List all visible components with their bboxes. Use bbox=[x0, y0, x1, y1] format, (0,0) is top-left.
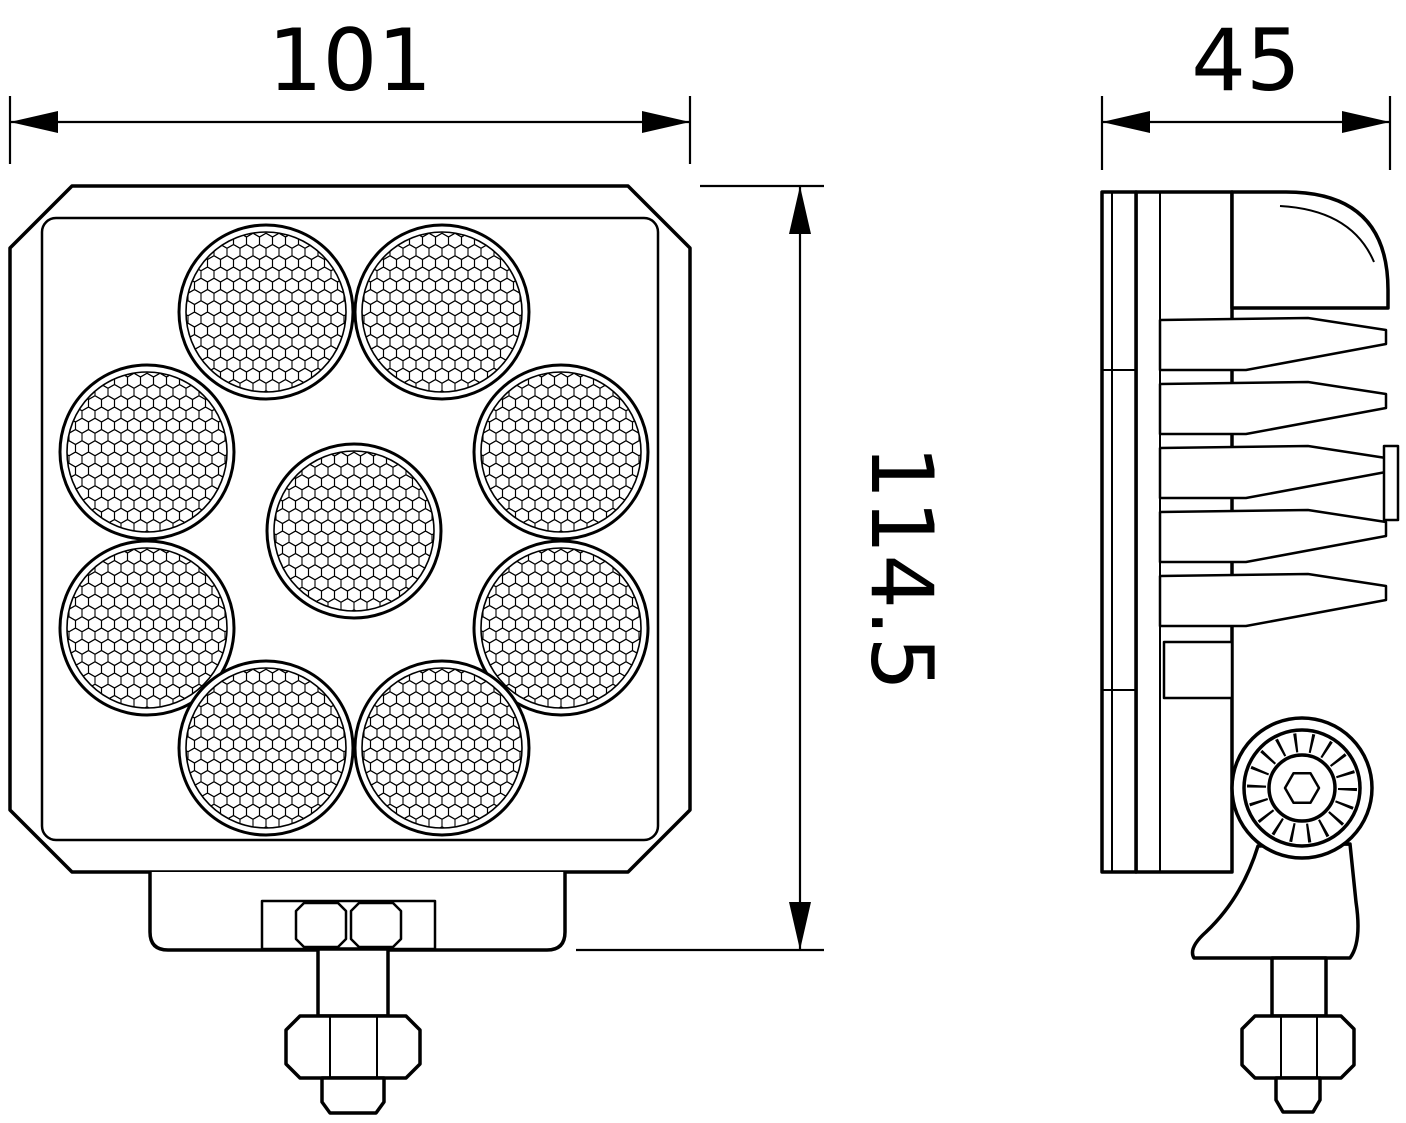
side-depth-label: 45 bbox=[1191, 11, 1300, 111]
heatsink-fin bbox=[1158, 444, 1388, 500]
led-lens bbox=[177, 659, 355, 837]
mounting-stud-upper bbox=[316, 947, 390, 1018]
arrowhead-left-icon bbox=[1102, 111, 1150, 133]
bolt-head-right bbox=[349, 901, 403, 949]
heatsink-fin bbox=[1158, 572, 1388, 628]
bolt-head-left bbox=[294, 901, 348, 949]
led-lens bbox=[58, 363, 236, 541]
side-view bbox=[1100, 190, 1400, 1114]
heatsink-fin bbox=[1158, 380, 1388, 436]
side-connector-block bbox=[1162, 640, 1234, 700]
arrowhead-left-icon bbox=[10, 111, 58, 133]
front-height-label: 114.5 bbox=[851, 445, 951, 691]
side-front-bezel bbox=[1100, 190, 1138, 874]
side-stud-lower bbox=[1274, 1076, 1322, 1114]
arrowhead-right-icon bbox=[642, 111, 690, 133]
led-lens bbox=[177, 223, 355, 401]
dimension-front-width: 101 bbox=[8, 11, 692, 164]
bracket-foot bbox=[1190, 842, 1360, 960]
led-lens-center bbox=[265, 442, 443, 620]
led-lens bbox=[353, 223, 531, 401]
front-width-label: 101 bbox=[268, 11, 432, 111]
side-top-cap-curve bbox=[1279, 205, 1375, 263]
dimension-front-height: 114.5 bbox=[576, 184, 951, 952]
arrowhead-up-icon bbox=[789, 186, 811, 234]
side-bracket-tab bbox=[1382, 444, 1400, 522]
heatsink-fin bbox=[1158, 508, 1388, 564]
dimension-side-depth: 45 bbox=[1100, 11, 1392, 170]
side-hex-nut bbox=[1240, 1014, 1356, 1080]
side-top-cap bbox=[1230, 190, 1390, 310]
arrowhead-right-icon bbox=[1342, 111, 1390, 133]
mounting-stud-lower bbox=[320, 1076, 386, 1115]
heatsink-fin bbox=[1158, 316, 1388, 372]
led-lens bbox=[353, 659, 531, 837]
knurl-ring bbox=[1247, 733, 1357, 843]
bolt-plate bbox=[260, 899, 437, 951]
hex-socket-bolt bbox=[1283, 772, 1321, 804]
arrowhead-down-icon bbox=[789, 902, 811, 950]
led-lens bbox=[472, 363, 650, 541]
side-stud-upper bbox=[1270, 956, 1328, 1018]
front-view bbox=[8, 184, 692, 1115]
hex-nut bbox=[284, 1014, 422, 1080]
